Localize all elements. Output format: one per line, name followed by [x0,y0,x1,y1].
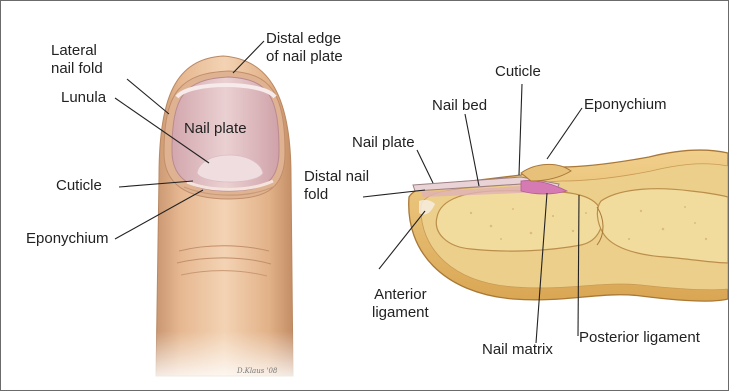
label-nail-plate-front: Nail plate [184,120,247,138]
cross-section-illustration [409,150,728,301]
label-anterior-ligament: Anterior ligament [372,286,429,322]
label-cuticle-section: Cuticle [495,63,541,81]
label-posterior-ligament: Posterior ligament [579,329,700,347]
label-cuticle-front: Cuticle [56,177,102,195]
label-distal-edge-of-nail-plate: Distal edge of nail plate [266,30,343,66]
label-nail-plate-section: Nail plate [352,134,415,152]
label-eponychium-front: Eponychium [26,230,109,248]
label-eponychium-section: Eponychium [584,96,667,114]
label-lateral-nail-fold: Lateral nail fold [51,42,103,78]
label-nail-bed: Nail bed [432,97,487,115]
artist-signature: D.Klaus '08 [237,367,277,375]
label-lunula: Lunula [61,89,106,107]
label-distal-nail-fold: Distal nail fold [304,168,369,204]
label-nail-matrix: Nail matrix [482,341,553,359]
finger-illustration [151,56,301,381]
